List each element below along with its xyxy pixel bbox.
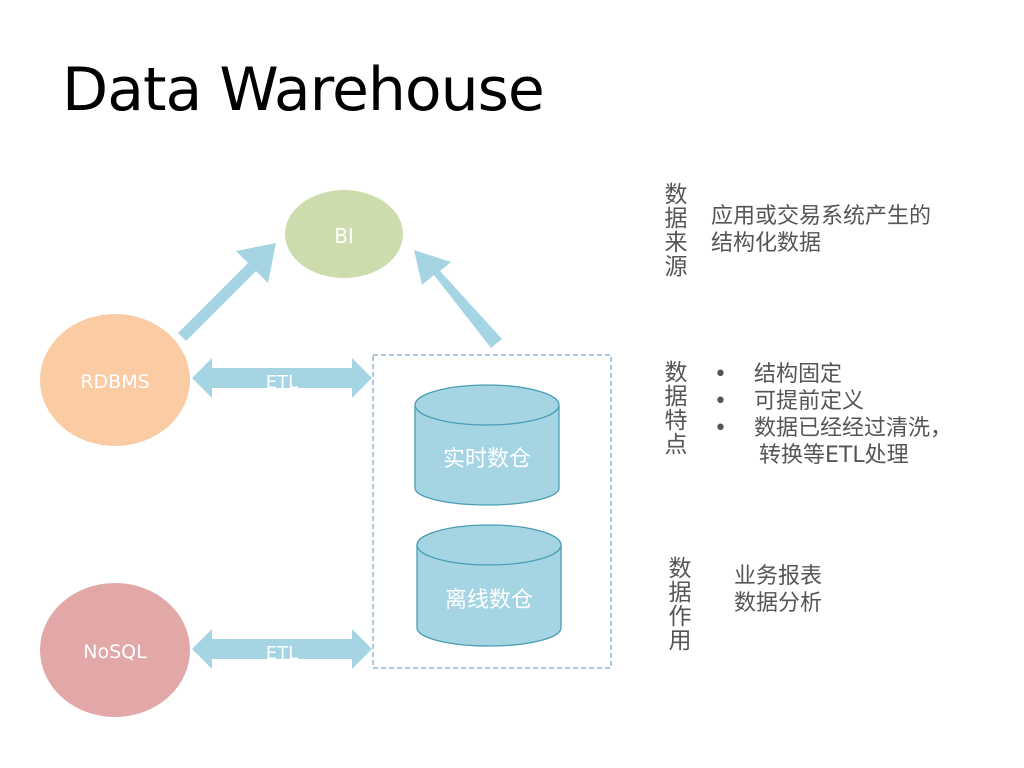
- feature-item: 可提前定义: [714, 388, 952, 415]
- rdbms-node: [40, 314, 190, 446]
- slide-title: Data Warehouse: [62, 55, 545, 125]
- offline-warehouse-cylinder: [416, 524, 562, 647]
- usage-description: 业务报表 数据分析: [734, 563, 822, 617]
- usage-heading: 数 据 作 用: [666, 557, 694, 653]
- features-list: 结构固定 可提前定义 数据已经经过清洗， 转换等ETL处理: [714, 361, 952, 469]
- feature-item: 数据已经经过清洗，: [714, 415, 952, 442]
- heading-char: 作: [668, 604, 692, 630]
- heading-char: 据: [664, 384, 688, 410]
- heading-char: 数: [664, 182, 688, 208]
- arrow-rdbms-to-bi: [178, 243, 276, 341]
- etl-arrow-bottom: [192, 629, 372, 669]
- etl-arrow-top: [192, 358, 372, 398]
- heading-char: 据: [668, 580, 692, 606]
- heading-char: 源: [664, 254, 688, 280]
- bi-node: [285, 190, 403, 278]
- source-description: 应用或交易系统产生的 结构化数据: [711, 203, 931, 257]
- source-heading: 数 据 来 源: [662, 183, 690, 279]
- arrow-warehouse-to-bi: [414, 250, 502, 348]
- heading-char: 点: [664, 432, 688, 458]
- features-heading: 数 据 特 点: [662, 361, 690, 457]
- nosql-node-label: NoSQL: [83, 641, 147, 663]
- warehouse-group-box: [372, 354, 612, 669]
- feature-item-continuation: 转换等ETL处理: [759, 443, 909, 468]
- heading-char: 特: [664, 408, 688, 434]
- source-line: 应用或交易系统产生的: [711, 204, 932, 229]
- offline-warehouse-label: 离线数仓: [445, 588, 533, 613]
- heading-char: 据: [664, 206, 688, 232]
- usage-line: 业务报表: [734, 564, 823, 589]
- realtime-warehouse-cylinder: [414, 384, 560, 506]
- source-line: 结构化数据: [711, 231, 822, 256]
- etl-label-bottom: ETL: [266, 643, 298, 664]
- usage-line: 数据分析: [734, 591, 823, 616]
- heading-char: 用: [668, 628, 692, 654]
- rdbms-node-label: RDBMS: [80, 371, 149, 393]
- heading-char: 来: [664, 230, 688, 256]
- nosql-node: [40, 583, 190, 717]
- heading-char: 数: [668, 556, 692, 582]
- realtime-warehouse-label: 实时数仓: [443, 447, 531, 472]
- etl-label-top: ETL: [266, 372, 298, 393]
- feature-item: 结构固定: [714, 361, 952, 388]
- bi-node-label: BI: [334, 224, 354, 248]
- heading-char: 数: [664, 360, 688, 386]
